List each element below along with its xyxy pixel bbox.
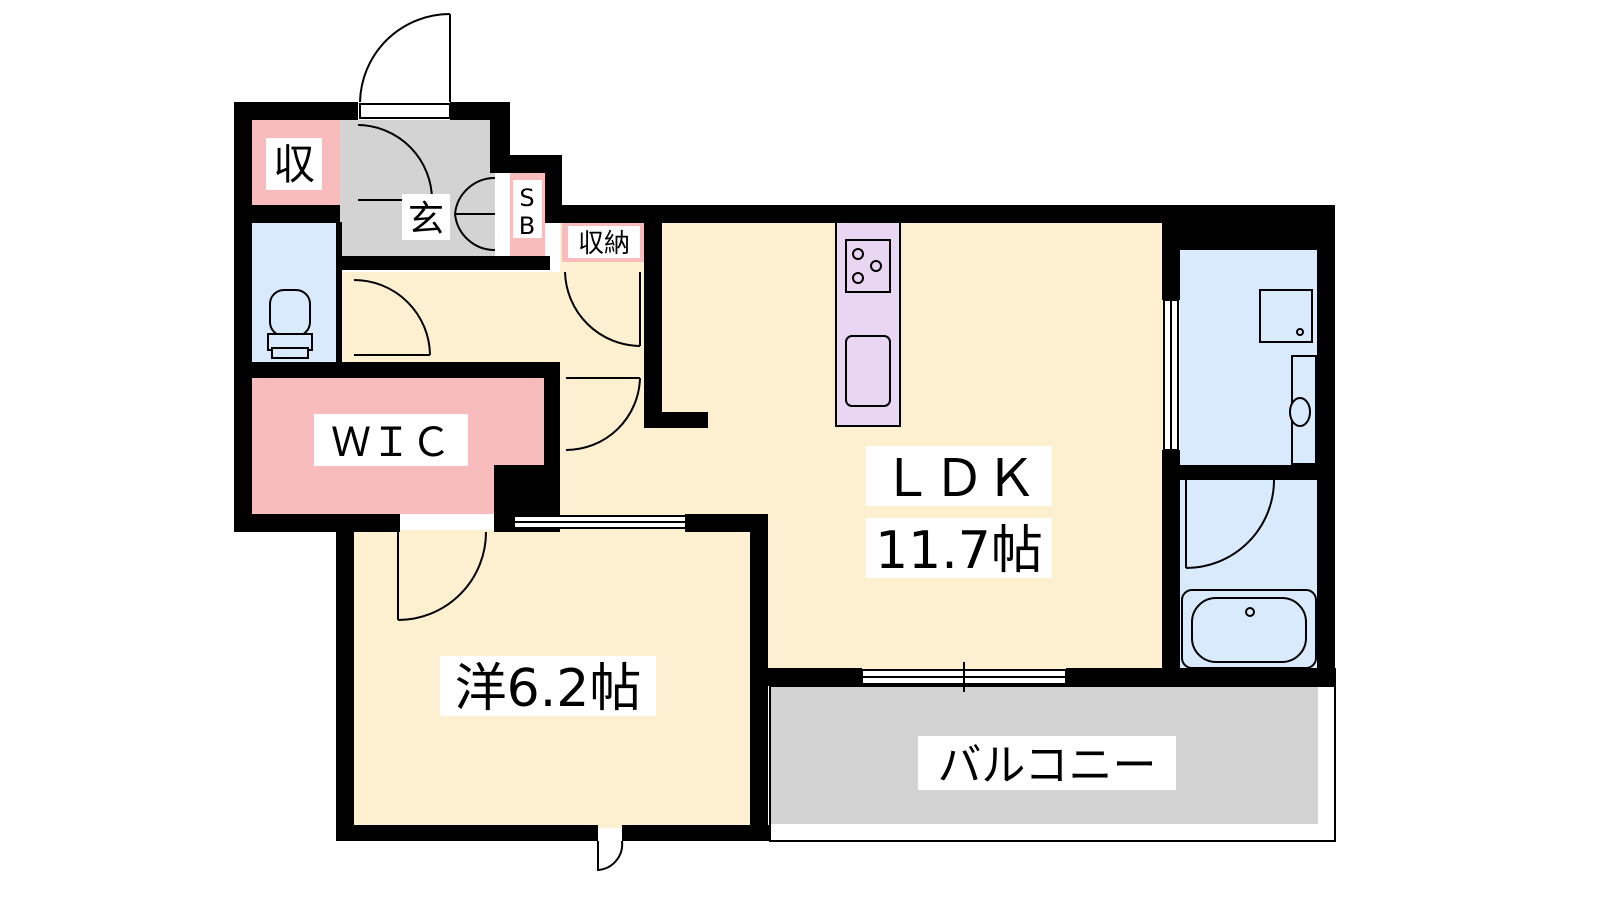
kitchen-counter: [835, 221, 901, 427]
balcony-label: バルコニー: [937, 740, 1156, 791]
balcony-rail: [769, 685, 1336, 842]
entrance-label: 玄: [408, 199, 444, 240]
storage-label: 収納: [578, 229, 630, 259]
doors: [353, 13, 1275, 872]
storage-small-label: 収: [273, 140, 315, 189]
ldk-size-label: 11.7帖: [875, 521, 1043, 581]
western-room-label: 洋6.2帖: [455, 659, 642, 719]
walls: [234, 102, 1336, 841]
toilet-fixture: [267, 289, 313, 359]
hall-floor: [340, 272, 650, 364]
windows: [359, 103, 1179, 692]
ldk-name-label: ＬＤＫ: [881, 449, 1037, 509]
shoe-box-label-s: S: [519, 184, 534, 212]
wic-label: ＷＩＣ: [331, 420, 451, 466]
washer-fixture: [1259, 289, 1317, 465]
shoe-box-label-b: B: [519, 212, 535, 240]
bathtub-fixture: [1181, 589, 1317, 669]
